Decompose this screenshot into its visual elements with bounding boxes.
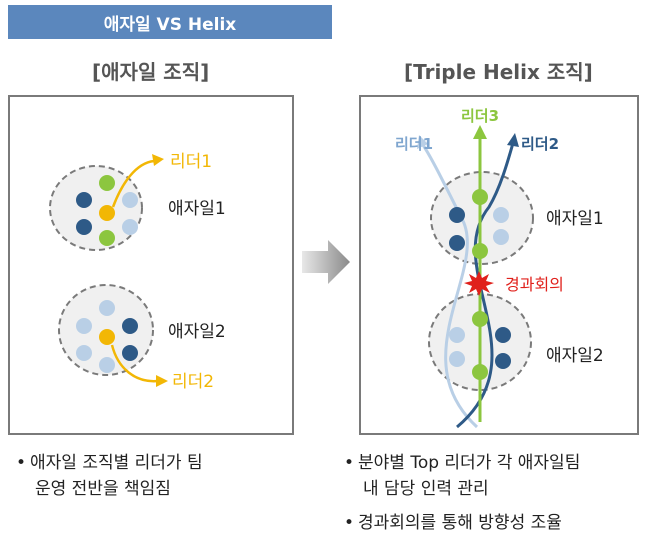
bullet-dot-icon: • — [344, 513, 355, 533]
agile-diagram: 리더1 애자일1 리더2 애자일2 — [49, 152, 226, 392]
arrow-head-icon — [152, 154, 164, 166]
member-dot — [122, 318, 138, 334]
team2-label: 애자일2 — [546, 346, 604, 366]
member-dot — [472, 364, 488, 380]
bullet-dot-icon: • — [16, 453, 27, 473]
leader-dot — [99, 205, 115, 221]
member-dot — [449, 327, 465, 343]
list-item: •분야별 Top 리더가 각 애자일팀 — [344, 450, 580, 476]
arrow-head-icon — [156, 375, 168, 387]
team1-label: 애자일1 — [168, 199, 226, 219]
list-item-continuation: 운영 전반을 책임짐 — [35, 479, 171, 499]
member-dot — [493, 207, 509, 223]
member-dot — [493, 229, 509, 245]
member-dot — [472, 311, 488, 327]
leader2-label: 리더2 — [172, 372, 214, 392]
list-item: •애자일 조직별 리더가 팀 — [16, 450, 203, 476]
member-dot — [76, 219, 92, 235]
member-dot — [76, 318, 92, 334]
leader1-strand — [421, 144, 479, 429]
burst-icon — [464, 271, 494, 296]
member-dot — [99, 357, 115, 373]
leader3-label: 리더3 — [461, 107, 499, 125]
member-dot — [122, 345, 138, 361]
member-dot — [99, 300, 115, 316]
member-dot — [449, 235, 465, 251]
list-item-continuation: 내 담당 인력 관리 — [363, 479, 489, 499]
member-dot — [99, 230, 115, 246]
leader2-arrow — [110, 344, 159, 383]
arrow-head-icon — [417, 135, 428, 149]
agile-bullet-list: •애자일 조직별 리더가 팀 운영 전반을 책임짐 — [16, 450, 203, 502]
member-dot — [472, 189, 488, 205]
list-item: •경과회의를 통해 방향성 조율 — [344, 510, 580, 536]
leader2-label: 리더2 — [521, 135, 559, 153]
member-dot — [76, 345, 92, 361]
agile-title: [애자일 조직] — [92, 60, 210, 84]
helix-diagram-panel: 리더3 리더1 리더2 애자일1 애자일2 경과회의 — [359, 95, 639, 435]
helix-diagram: 리더3 리더1 리더2 애자일1 애자일2 경과회의 — [395, 107, 604, 429]
comparison-header-label: 애자일 VS Helix — [103, 14, 237, 35]
arrow-head-icon — [473, 125, 487, 139]
leader1-arrow — [111, 159, 155, 208]
member-dot — [99, 175, 115, 191]
member-dot — [76, 192, 92, 208]
member-dot — [472, 243, 488, 259]
leader1-label: 리더1 — [395, 135, 433, 153]
member-dot — [495, 327, 511, 343]
meeting-label: 경과회의 — [505, 275, 564, 294]
member-dot — [449, 351, 465, 367]
member-dot — [495, 353, 511, 369]
helix-bullet-list: •분야별 Top 리더가 각 애자일팀 내 담당 인력 관리 •경과회의를 통해… — [344, 450, 580, 536]
helix-title: [Triple Helix 조직] — [404, 60, 593, 84]
leader1-label: 리더1 — [170, 152, 212, 172]
arrow-head-icon — [507, 133, 519, 147]
member-dot — [122, 192, 138, 208]
member-dot — [449, 207, 465, 223]
comparison-header: 애자일 VS Helix — [8, 5, 332, 39]
team2-label: 애자일2 — [168, 322, 226, 342]
leader-dot — [99, 329, 115, 345]
agile-team1-circle — [49, 165, 143, 251]
bullet-dot-icon: • — [344, 453, 355, 473]
arrow-right-icon — [302, 240, 350, 284]
team1-label: 애자일1 — [546, 209, 604, 229]
agile-diagram-panel: 리더1 애자일1 리더2 애자일2 — [8, 95, 294, 435]
member-dot — [122, 219, 138, 235]
